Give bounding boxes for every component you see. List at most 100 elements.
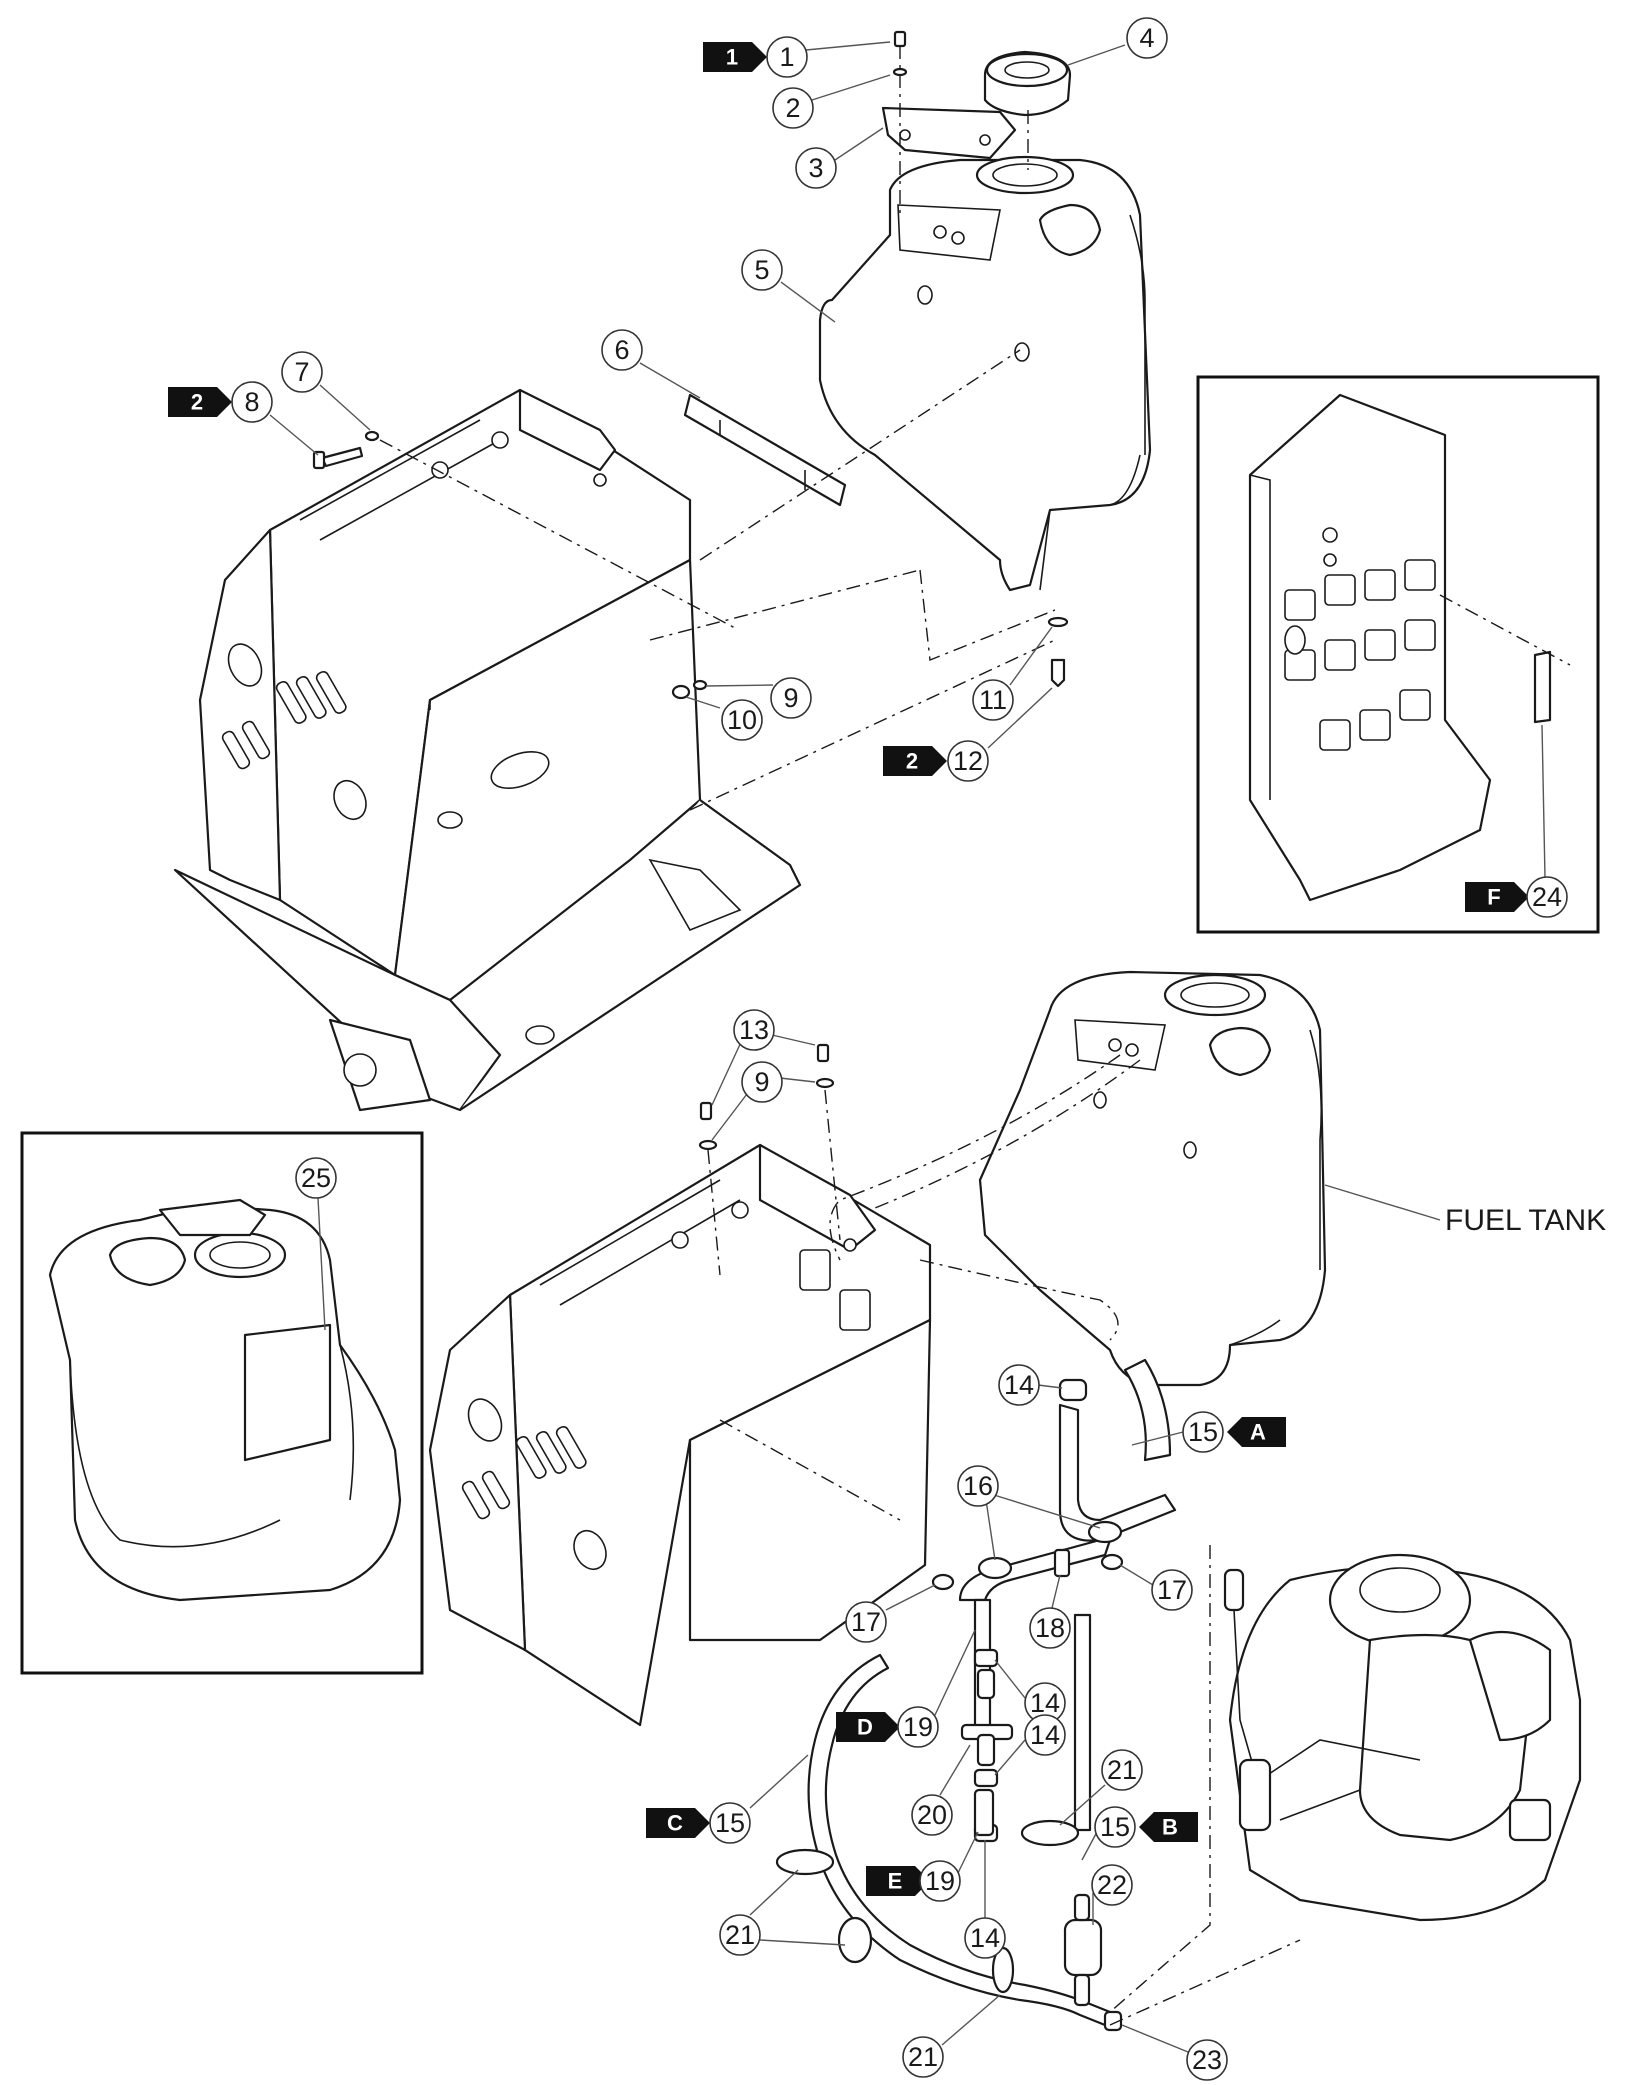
washer-11-bolt-12 xyxy=(1047,616,1069,688)
callout-19a: 19 xyxy=(897,1706,939,1748)
fuel-tank-label: FUEL TANK xyxy=(1445,1204,1606,1237)
tag-19a-text: D xyxy=(857,1715,873,1740)
callout-23: 23 xyxy=(1186,2039,1228,2081)
tag-8-text: 2 xyxy=(191,390,203,415)
tag-12: 2 xyxy=(883,746,947,776)
callout-18: 18 xyxy=(1029,1607,1071,1649)
callout-17a-text: 17 xyxy=(851,1607,881,1637)
callout-7: 7 xyxy=(281,351,323,393)
leader-8 xyxy=(269,414,319,456)
callout-16-text: 16 xyxy=(963,1471,993,1501)
leader-5 xyxy=(780,281,836,323)
callout-14a: 14 xyxy=(998,1364,1040,1406)
hose-19 xyxy=(973,1788,995,1837)
leader-12 xyxy=(987,687,1053,749)
leader-23 xyxy=(1121,2024,1189,2053)
callout-15b: 15 xyxy=(1094,1806,1136,1848)
fitting-23 xyxy=(1103,2010,1123,2032)
tag-24: F xyxy=(1465,882,1529,912)
leader-13a xyxy=(771,1034,816,1046)
leader-17a xyxy=(885,1584,936,1611)
callout-14c-text: 14 xyxy=(1030,1720,1060,1750)
leader-24 xyxy=(1541,724,1546,879)
leader-20 xyxy=(939,1744,971,1796)
tee-fitting-20 xyxy=(960,1668,1014,1767)
callout-21a: 21 xyxy=(1101,1749,1143,1791)
tag-19b-text: E xyxy=(888,1869,903,1894)
callout-3-text: 3 xyxy=(808,153,823,183)
tag-15c: C xyxy=(646,1808,710,1838)
leader-7 xyxy=(319,384,371,431)
leader-14a xyxy=(1037,1384,1063,1389)
tag-8: 2 xyxy=(168,387,232,417)
callout-15c-text: 15 xyxy=(715,1808,745,1838)
leader-17b xyxy=(1119,1564,1154,1586)
callout-2-text: 2 xyxy=(785,93,800,123)
fuel-tank-top xyxy=(818,155,1152,592)
bolts-13 xyxy=(698,1043,835,1151)
leader-9b-b xyxy=(711,1089,751,1141)
callout-20: 20 xyxy=(911,1794,953,1836)
callout-24: 24 xyxy=(1526,876,1568,918)
callout-1: 1 xyxy=(766,36,808,78)
leader-9a xyxy=(705,684,774,687)
callout-13-text: 13 xyxy=(739,1015,769,1045)
callout-12-text: 12 xyxy=(953,746,983,776)
callout-10: 10 xyxy=(721,699,763,741)
tag-12-text: 2 xyxy=(906,749,918,774)
callout-6: 6 xyxy=(601,329,643,371)
leader-19b xyxy=(956,1831,979,1876)
fuel-cap xyxy=(983,50,1072,117)
callout-21c: 21 xyxy=(902,2036,944,2078)
engine xyxy=(1223,1553,1582,1922)
leader-15a xyxy=(1131,1431,1184,1446)
callout-1-text: 1 xyxy=(779,42,794,72)
callout-21b-text: 21 xyxy=(725,1920,755,1950)
inset-f-assembly-line xyxy=(1439,594,1571,666)
callout-22: 22 xyxy=(1091,1864,1133,1906)
callout-25-text: 25 xyxy=(301,1163,331,1193)
callout-13: 13 xyxy=(733,1009,775,1051)
callout-15a: 15 xyxy=(1182,1411,1224,1453)
callout-9b-text: 9 xyxy=(754,1067,769,1097)
leader-4 xyxy=(1067,44,1126,66)
callout-11-text: 11 xyxy=(979,685,1007,715)
leader-15b xyxy=(1081,1829,1099,1861)
fuel-tank-leader xyxy=(1324,1184,1441,1221)
leader-25 xyxy=(317,1197,326,1331)
fuel-line-hidden-1 xyxy=(829,1054,1121,1261)
tag-1: 1 xyxy=(703,42,767,72)
callout-21c-text: 21 xyxy=(908,2042,938,2072)
leader-10 xyxy=(685,696,721,709)
callout-19b: 19 xyxy=(919,1860,961,1902)
fuel-line-hidden-4 xyxy=(719,1419,901,1521)
callout-21b: 21 xyxy=(719,1914,761,1956)
leader-9b-a xyxy=(779,1077,816,1083)
leader-18 xyxy=(1051,1574,1061,1609)
cap-bracket-plate xyxy=(881,106,1017,160)
assembly-line-7 xyxy=(689,639,1056,811)
callout-21a-text: 21 xyxy=(1107,1755,1137,1785)
tag-15a-text: A xyxy=(1250,1420,1266,1445)
hose-clips-21 xyxy=(775,1819,1080,1994)
callout-8: 8 xyxy=(231,381,273,423)
inset-f-panel xyxy=(1248,393,1552,902)
clamp-14-top xyxy=(1058,1378,1088,1402)
callout-14b-text: 14 xyxy=(1030,1688,1060,1718)
callout-2: 2 xyxy=(772,87,814,129)
tag-19a: D xyxy=(836,1712,900,1742)
fuel-tank-assembled xyxy=(978,970,1327,1387)
fuel-hoses xyxy=(807,1358,1177,2027)
leader-11 xyxy=(1009,626,1053,686)
frame-assembled xyxy=(428,1143,932,1727)
callout-19b-text: 19 xyxy=(925,1866,955,1896)
callout-22-text: 22 xyxy=(1097,1870,1127,1900)
callout-17a: 17 xyxy=(845,1601,887,1643)
engine-line-1 xyxy=(1109,1545,1211,2013)
callout-9a-text: 9 xyxy=(783,683,798,713)
leader-15c xyxy=(749,1754,809,1809)
callout-9b: 9 xyxy=(741,1061,783,1103)
assembly-line-5 xyxy=(649,569,921,641)
fitting-18 xyxy=(1053,1548,1071,1578)
